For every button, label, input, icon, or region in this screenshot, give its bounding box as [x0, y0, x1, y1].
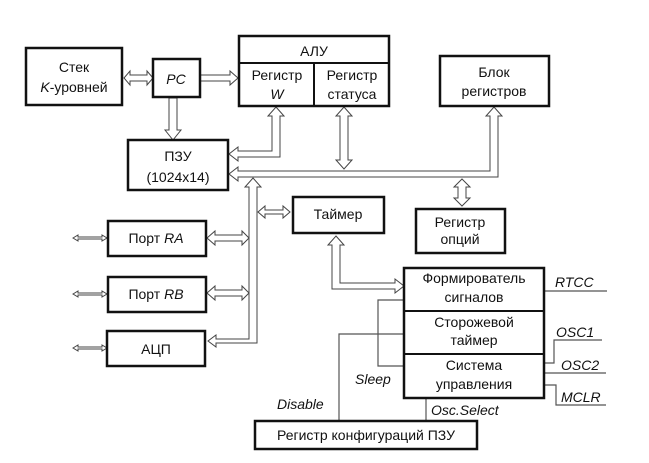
- watchdog-label-2: таймер: [450, 332, 497, 348]
- control-wires: [338, 290, 607, 420]
- timer-label: Таймер: [314, 206, 363, 222]
- arrow-pc-rom: [163, 97, 183, 141]
- signal-osc1: OSC1: [556, 324, 594, 340]
- signal-labels: RTCC OSC1 OSC2 MCLR Sleep Disable Osc.Se…: [277, 274, 601, 418]
- reg-block-label-1: Блок: [478, 64, 510, 80]
- signal-mclr: MCLR: [561, 389, 601, 405]
- wire-osc1: [544, 339, 602, 364]
- wire-disable: [338, 333, 404, 420]
- timer-block: Таймер: [291, 195, 386, 235]
- arrow-bus-options: [452, 178, 472, 207]
- rom-block: ПЗУ (1024x14): [126, 138, 230, 192]
- arrow-bus-timer: [257, 204, 291, 220]
- wire-sleep: [377, 299, 404, 367]
- rom-label-1: ПЗУ: [164, 148, 191, 164]
- adc-block: АЦП: [105, 329, 207, 368]
- former-label-2: сигналов: [445, 289, 504, 305]
- arrow-portra-bus: [206, 229, 250, 247]
- options-register-block: Регистр опций: [414, 207, 507, 255]
- former-label-1: Формирователь: [422, 270, 525, 286]
- stack-label-2: K-уровней: [40, 79, 107, 95]
- arrow-timer-former: [326, 235, 405, 295]
- reg-block-label-2: регистров: [462, 83, 527, 99]
- options-label-2: опций: [440, 231, 479, 247]
- alu-block: АЛУ Регистр W Регистр статуса: [237, 34, 391, 108]
- register-block: Блок регистров: [438, 54, 551, 108]
- port-ra-label: Порт RA: [128, 230, 183, 246]
- arrow-portrb-bus: [206, 284, 250, 302]
- reg-status-label-1: Регистр: [327, 67, 378, 83]
- config-label: Регистр конфигураций ПЗУ: [277, 427, 455, 443]
- arrow-status-bus: [334, 106, 354, 170]
- control-stack-block: Формирователь сигналов Сторожевой таймер…: [402, 266, 546, 400]
- watchdog-label-1: Сторожевой: [434, 314, 514, 330]
- control-label-2: управления: [436, 376, 512, 392]
- alu-title: АЛУ: [300, 43, 328, 59]
- port-ra-block: Порт RA: [106, 219, 208, 258]
- arrow-regw-rom: [228, 106, 286, 163]
- pc-block: PC: [151, 57, 202, 99]
- stack-label-1: Стек: [59, 59, 90, 75]
- signal-osc-select: Osc.Select: [431, 402, 500, 418]
- signal-rtcc: RTCC: [555, 274, 595, 290]
- arrow-ext-adc: [72, 344, 108, 352]
- wire-mclr: [544, 384, 606, 406]
- pc-label: PC: [166, 71, 186, 87]
- options-label-1: Регистр: [435, 214, 486, 230]
- signal-disable: Disable: [277, 396, 324, 412]
- adc-label: АЦП: [141, 341, 171, 357]
- control-label-1: Система: [446, 357, 503, 373]
- reg-status-label-2: статуса: [328, 86, 377, 102]
- arrow-ext-rb: [72, 290, 108, 298]
- arrow-stack-pc: [123, 69, 154, 87]
- rom-label-2: (1024x14): [146, 169, 209, 185]
- stack-block: Стек K-уровней: [24, 46, 124, 107]
- signal-sleep: Sleep: [355, 371, 391, 387]
- arrow-pc-alu: [199, 69, 239, 87]
- port-rb-label: Порт RB: [128, 286, 183, 302]
- peripheral-bus: [207, 177, 263, 348]
- signal-osc2: OSC2: [561, 357, 599, 373]
- arrow-ext-ra: [72, 234, 108, 242]
- reg-w-label-2: W: [270, 86, 285, 102]
- config-register-block: Регистр конфигураций ПЗУ: [253, 419, 479, 451]
- port-rb-block: Порт RB: [106, 275, 208, 314]
- main-data-bus: [228, 106, 504, 183]
- reg-w-label-1: Регистр: [252, 67, 303, 83]
